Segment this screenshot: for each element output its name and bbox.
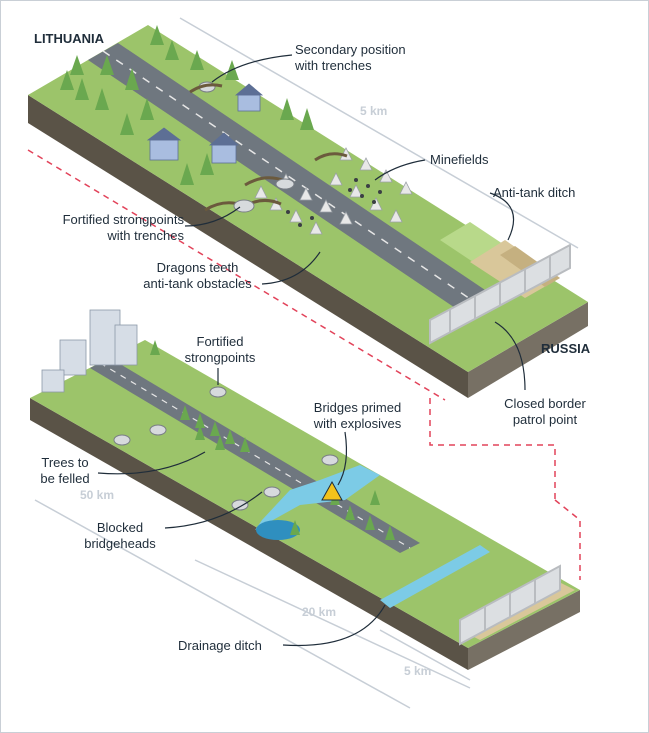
- bottom-terrain-block: [30, 309, 580, 670]
- trees-bottom: [150, 340, 395, 540]
- distance-label-top: 5 km: [360, 104, 388, 118]
- distance-label-5km: 5 km: [404, 664, 432, 678]
- border-fence: [429, 243, 571, 345]
- border-fence-bottom: [459, 564, 561, 646]
- river: [255, 465, 380, 530]
- panel-connector: [429, 398, 556, 500]
- label-antitank-ditch: Anti-tank ditch: [493, 185, 576, 200]
- trees-top: [60, 25, 314, 185]
- strongpoints-bottom: [113, 386, 339, 511]
- drainage-ditch: [380, 545, 490, 608]
- distance-label-20km: 20 km: [302, 605, 337, 619]
- explosive-warning-icon: [321, 480, 343, 501]
- leader-lines-top: [184, 54, 526, 391]
- houses-top: [146, 83, 264, 164]
- leader-lines-bottom: [97, 368, 386, 647]
- strongpoints-top: [189, 81, 348, 213]
- country-label-lithuania: LITHUANIA: [34, 31, 105, 46]
- zone-boundary-top: [27, 149, 446, 401]
- distance-label-50km: 50 km: [80, 488, 115, 502]
- label-minefields: Minefields: [430, 152, 489, 167]
- distance-arrows-bottom: [34, 499, 471, 709]
- top-terrain-block: [28, 25, 588, 398]
- city-buildings: [41, 309, 138, 393]
- country-label-russia: RUSSIA: [541, 341, 591, 356]
- label-drainage-ditch: Drainage ditch: [178, 638, 262, 653]
- minefield-dots: [286, 178, 382, 227]
